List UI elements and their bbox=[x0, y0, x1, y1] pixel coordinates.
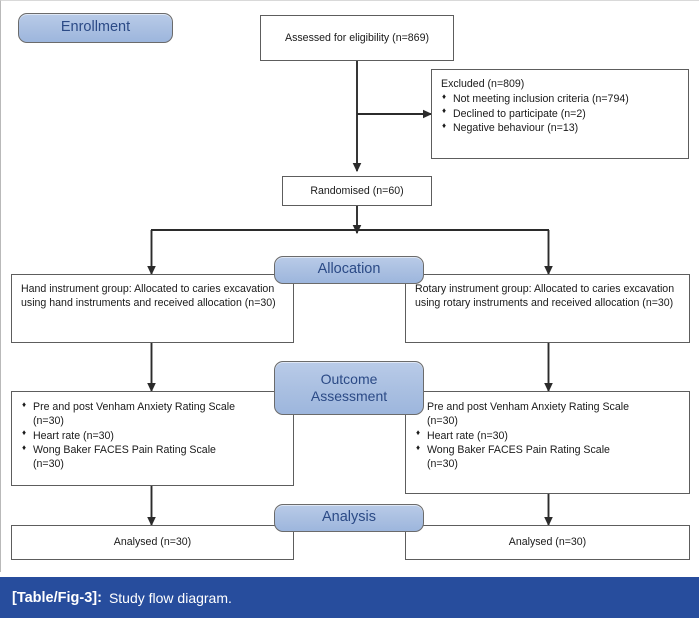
analysed-box-hand-instrument: Analysed (n=30) bbox=[11, 525, 294, 560]
list-item: Not meeting inclusion criteria (n=794) bbox=[441, 92, 679, 106]
list-item: Heart rate (n=30) bbox=[415, 428, 680, 443]
stage-badge-enrollment: Enrollment bbox=[18, 13, 173, 43]
assessed-for-eligibility-label: Assessed for eligibility (n=869) bbox=[285, 31, 429, 44]
list-item: Heart rate (n=30) bbox=[21, 428, 284, 443]
outcome-measures-list-right: Pre and post Venham Anxiety Rating Scale… bbox=[415, 399, 680, 471]
allocation-box-rotary-instrument: Rotary instrument group: Allocated to ca… bbox=[405, 274, 690, 343]
excluded-title: Excluded (n=809) bbox=[441, 78, 525, 90]
excluded-reason-text: Negative behaviour (n=13) bbox=[453, 122, 579, 135]
allocation-box-hand-instrument: Hand instrument group: Allocated to cari… bbox=[11, 274, 294, 343]
outcome-measure-count: (n=30) bbox=[427, 415, 458, 428]
outcome-measure-text: Pre and post Venham Anxiety Rating Scale bbox=[427, 401, 629, 413]
stage-badge-analysis: Analysis bbox=[274, 504, 424, 532]
randomised-box: Randomised (n=60) bbox=[282, 176, 432, 206]
stage-badge-allocation: Allocation bbox=[274, 256, 424, 284]
stage-badge-analysis-label: Analysis bbox=[322, 509, 376, 526]
stage-badge-enrollment-label: Enrollment bbox=[60, 19, 131, 36]
randomised-label: Randomised (n=60) bbox=[310, 184, 404, 197]
outcome-measures-list-left: Pre and post Venham Anxiety Rating Scale… bbox=[21, 399, 284, 471]
outcome-measure-text: Wong Baker FACES Pain Rating Scale bbox=[427, 444, 610, 457]
allocation-rotary-instrument-text: Rotary instrument group: Allocated to ca… bbox=[415, 283, 675, 310]
excluded-reason-text: Not meeting inclusion criteria (n=794) bbox=[453, 93, 629, 106]
stage-badge-outcome-line1: Outcome bbox=[320, 371, 378, 388]
list-item: Pre and post Venham Anxiety Rating Scale… bbox=[21, 399, 284, 428]
outcome-box-hand-instrument: Pre and post Venham Anxiety Rating Scale… bbox=[11, 391, 294, 486]
stage-badge-outcome-assessment: Outcome Assessment bbox=[274, 361, 424, 415]
figure-caption-bar: [Table/Fig-3]: Study flow diagram. bbox=[0, 577, 699, 618]
assessed-for-eligibility-box: Assessed for eligibility (n=869) bbox=[260, 15, 454, 61]
excluded-box: Excluded (n=809) Not meeting inclusion c… bbox=[431, 69, 689, 159]
list-item: Wong Baker FACES Pain Rating Scale (n=30… bbox=[21, 443, 284, 471]
outcome-measure-count: (n=30) bbox=[33, 458, 64, 471]
list-item: Declined to participate (n=2) bbox=[441, 106, 679, 121]
stage-badge-outcome-line2: Assessment bbox=[310, 388, 388, 404]
stage-badge-allocation-label: Allocation bbox=[317, 261, 381, 278]
outcome-measure-text: Heart rate (n=30) bbox=[33, 429, 114, 442]
list-item: Pre and post Venham Anxiety Rating Scale… bbox=[415, 399, 680, 428]
analysed-hand-instrument-label: Analysed (n=30) bbox=[113, 536, 192, 549]
outcome-measure-text: Pre and post Venham Anxiety Rating Scale bbox=[33, 401, 235, 413]
allocation-hand-instrument-text: Hand instrument group: Allocated to cari… bbox=[21, 283, 276, 310]
caption-spacer bbox=[0, 572, 699, 577]
figure-caption-text: Study flow diagram. bbox=[108, 589, 232, 606]
list-item: Negative behaviour (n=13) bbox=[441, 121, 679, 135]
excluded-reason-text: Declined to participate (n=2) bbox=[453, 107, 586, 120]
figure-caption-label: [Table/Fig-3]: bbox=[12, 589, 102, 606]
outcome-box-rotary-instrument: Pre and post Venham Anxiety Rating Scale… bbox=[405, 391, 690, 494]
list-item: Wong Baker FACES Pain Rating Scale (n=30… bbox=[415, 443, 680, 471]
outcome-measure-text: Heart rate (n=30) bbox=[427, 429, 508, 442]
outcome-measure-count: (n=30) bbox=[427, 458, 458, 471]
outcome-measure-count: (n=30) bbox=[33, 415, 64, 428]
analysed-box-rotary-instrument: Analysed (n=30) bbox=[405, 525, 690, 560]
study-flow-diagram: Enrollment Allocation Outcome Assessment… bbox=[0, 0, 699, 572]
outcome-measure-text: Wong Baker FACES Pain Rating Scale bbox=[33, 444, 216, 457]
excluded-reasons-list: Not meeting inclusion criteria (n=794) D… bbox=[441, 92, 679, 135]
analysed-rotary-instrument-label: Analysed (n=30) bbox=[508, 536, 587, 549]
